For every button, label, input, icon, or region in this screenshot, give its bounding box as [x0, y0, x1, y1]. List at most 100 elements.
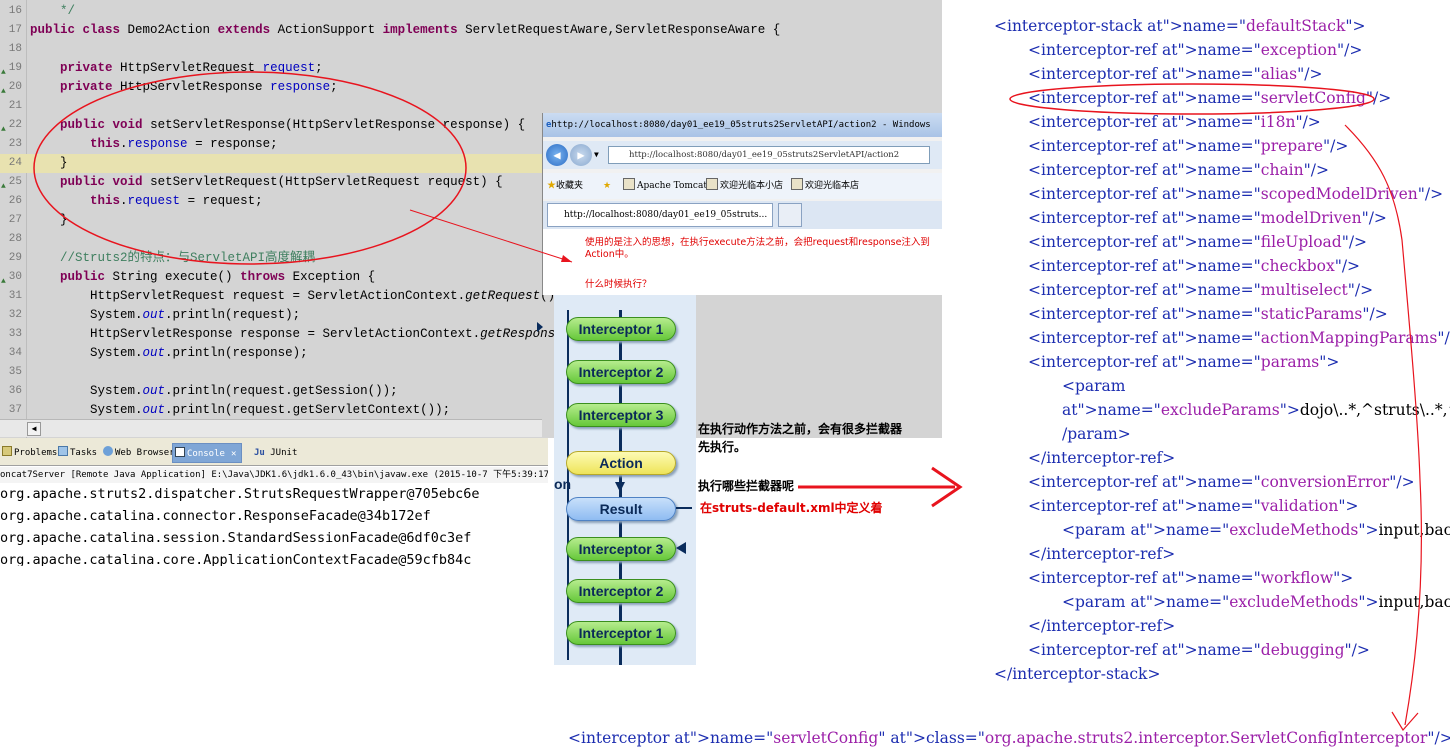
xml-param: <param at">name="excludeMethods">input,b…: [1062, 521, 1450, 539]
code-text: private HttpServletRequest request;: [60, 61, 323, 75]
forward-button[interactable]: ▶: [570, 144, 592, 166]
xml-interceptor-ref: <interceptor-ref at">name="actionMapping…: [1028, 329, 1450, 347]
browser-tab[interactable]: http://localhost:8080/day01_ee19_05strut…: [547, 203, 773, 227]
code-text: System.out.println(request.getServletCon…: [30, 403, 451, 417]
xml-interceptor-ref: <interceptor-ref at">name="exception"/>: [1028, 41, 1363, 59]
console-output-line: org.apache.catalina.session.StandardSess…: [0, 530, 472, 546]
favorites-button[interactable]: ★收藏夹: [547, 173, 583, 199]
view-tab-bar: Problems Tasks Web Browser Console✕ Ju J…: [0, 438, 548, 466]
line-number: 22: [8, 119, 22, 131]
tab-console[interactable]: Console✕: [172, 443, 242, 463]
browser-tab-row: http://localhost:8080/day01_ee19_05strut…: [543, 201, 942, 229]
favorite-link[interactable]: 欢迎光临本小店: [706, 173, 783, 199]
tab-problems[interactable]: Problems: [0, 443, 57, 463]
line-number: 26: [8, 195, 22, 207]
line-number: 25: [8, 176, 22, 188]
console-output-line: org.apache.catalina.core.ApplicationCont…: [0, 552, 472, 566]
code-line: 34 System.out.println(response);: [0, 344, 942, 363]
code-line: 30 public String execute() throws Except…: [0, 268, 942, 287]
line-number: 20: [8, 81, 22, 93]
xml-interceptor-ref: <interceptor-ref at">name="modelDriven"/…: [1028, 209, 1387, 227]
star-icon: ★: [547, 181, 557, 191]
diagram-rail: [567, 310, 569, 660]
xml-param-close: /param>: [1062, 425, 1131, 443]
line-number: 35: [8, 366, 22, 378]
browser-window: ehttp://localhost:8080/day01_ee19_05stru…: [542, 113, 942, 295]
close-icon[interactable]: ✕: [230, 449, 237, 459]
scroll-left-button[interactable]: ◀: [27, 422, 41, 436]
editor-horizontal-scrollbar[interactable]: ◀: [0, 419, 542, 437]
xml-interceptor-ref: <interceptor-ref at">name="debugging"/>: [1028, 641, 1370, 659]
code-text: }: [30, 213, 68, 227]
code-line: 37 System.out.println(request.getServlet…: [0, 401, 942, 420]
browser-title-bar: ehttp://localhost:8080/day01_ee19_05stru…: [543, 113, 942, 137]
code-text: this.request = request;: [90, 194, 263, 208]
xml-interceptor-ref: <interceptor-ref at">name="servletConfig…: [1028, 89, 1392, 107]
tab-title: http://localhost:8080/day01_ee19_05strut…: [564, 210, 768, 220]
code-text: }: [30, 156, 68, 170]
action-box: Action: [566, 451, 676, 475]
xml-interceptor-ref: <interceptor-ref at">name="validation">: [1028, 497, 1359, 515]
code-text: public void setServletRequest(HttpServle…: [60, 175, 503, 189]
code-line: 36 System.out.println(request.getSession…: [0, 382, 942, 401]
xml-interceptor-ref: <interceptor-ref at">name="chain"/>: [1028, 161, 1329, 179]
code-line: 28: [0, 230, 942, 249]
override-marker-icon: ▲: [1, 87, 6, 96]
xml-ref-close: </interceptor-ref>: [1028, 617, 1176, 635]
xml-param-value: at">name="excludeParams">dojo\..*,^strut…: [1062, 401, 1450, 419]
code-line: 19 private HttpServletRequest request;▲: [0, 59, 942, 78]
code-text: public void setServletResponse(HttpServl…: [60, 118, 526, 132]
xml-ref-close: </interceptor-ref>: [1028, 449, 1176, 467]
code-line: 32 System.out.println(request);: [0, 306, 942, 325]
dropdown-icon[interactable]: ▼: [594, 150, 599, 159]
xml-interceptor-ref: <interceptor-ref at">name="conversionErr…: [1028, 473, 1415, 491]
code-line: 20 private HttpServletResponse response;…: [0, 78, 942, 97]
url-field[interactable]: http://localhost:8080/day01_ee19_05strut…: [608, 146, 930, 164]
override-marker-icon: ▲: [1, 182, 6, 191]
favorite-link[interactable]: 欢迎光临本店: [791, 173, 859, 199]
interceptor-box: Interceptor 1: [566, 317, 676, 341]
problems-icon: [2, 446, 12, 456]
console-view: Problems Tasks Web Browser Console✕ Ju J…: [0, 438, 548, 566]
page-icon: [706, 178, 718, 190]
line-number: 27: [8, 214, 22, 226]
line-number: 34: [8, 347, 22, 359]
console-process-description: oncat7Server [Remote Java Application] E…: [0, 467, 548, 483]
xml-param: <param: [1062, 377, 1126, 395]
line-number: 32: [8, 309, 22, 321]
fav-label: 欢迎光临本小店: [720, 181, 784, 191]
line-number: 31: [8, 290, 22, 302]
code-text: HttpServletResponse response = ServletAc…: [30, 327, 585, 341]
code-text: System.out.println(request);: [30, 308, 301, 322]
back-button[interactable]: ◀: [546, 144, 568, 166]
big-arrow-head: [931, 466, 963, 508]
add-favorite-icon[interactable]: ★: [603, 181, 612, 191]
xml-interceptor-ref: <interceptor-ref at">name="params">: [1028, 353, 1340, 371]
console-output-line: org.apache.catalina.connector.ResponseFa…: [0, 508, 431, 524]
code-text: System.out.println(request.getSession())…: [30, 384, 398, 398]
tab-web-browser[interactable]: Web Browser: [101, 443, 175, 463]
code-text: public String execute() throws Exception…: [60, 270, 376, 284]
line-number: 19: [8, 62, 22, 74]
favorite-link[interactable]: Apache Tomcat: [623, 173, 707, 199]
xml-stack-close: </interceptor-stack>: [994, 665, 1161, 683]
xml-interceptor-ref: <interceptor-ref at">name="fileUpload"/>: [1028, 233, 1368, 251]
console-icon: [175, 447, 185, 457]
xml-param: <param at">name="excludeMethods">input,b…: [1062, 593, 1450, 611]
tab-junit[interactable]: Ju JUnit: [252, 443, 297, 463]
override-marker-icon: ▲: [1, 277, 6, 286]
defined-in-note: 在struts-default.xml中定义着: [700, 501, 883, 515]
new-tab-button[interactable]: [778, 203, 802, 227]
interceptor-note: 在执行动作方法之前，会有很多拦截器先执行。: [698, 422, 903, 454]
line-number: 17: [8, 24, 22, 36]
fav-label: 欢迎光临本店: [805, 181, 860, 191]
code-line: 33 HttpServletResponse response = Servle…: [0, 325, 942, 344]
xml-servletconfig-definition: <interceptor at">name="servletConfig" at…: [568, 729, 1450, 747]
line-number: 36: [8, 385, 22, 397]
window-title: http://localhost:8080/day01_ee19_05strut…: [551, 120, 931, 130]
when-note: 什么时候执行？: [585, 279, 652, 290]
ie-icon: e: [546, 120, 552, 130]
tab-tasks[interactable]: Tasks: [56, 443, 97, 463]
xml-interceptor-ref: <interceptor-ref at">name="multiselect"/…: [1028, 281, 1374, 299]
